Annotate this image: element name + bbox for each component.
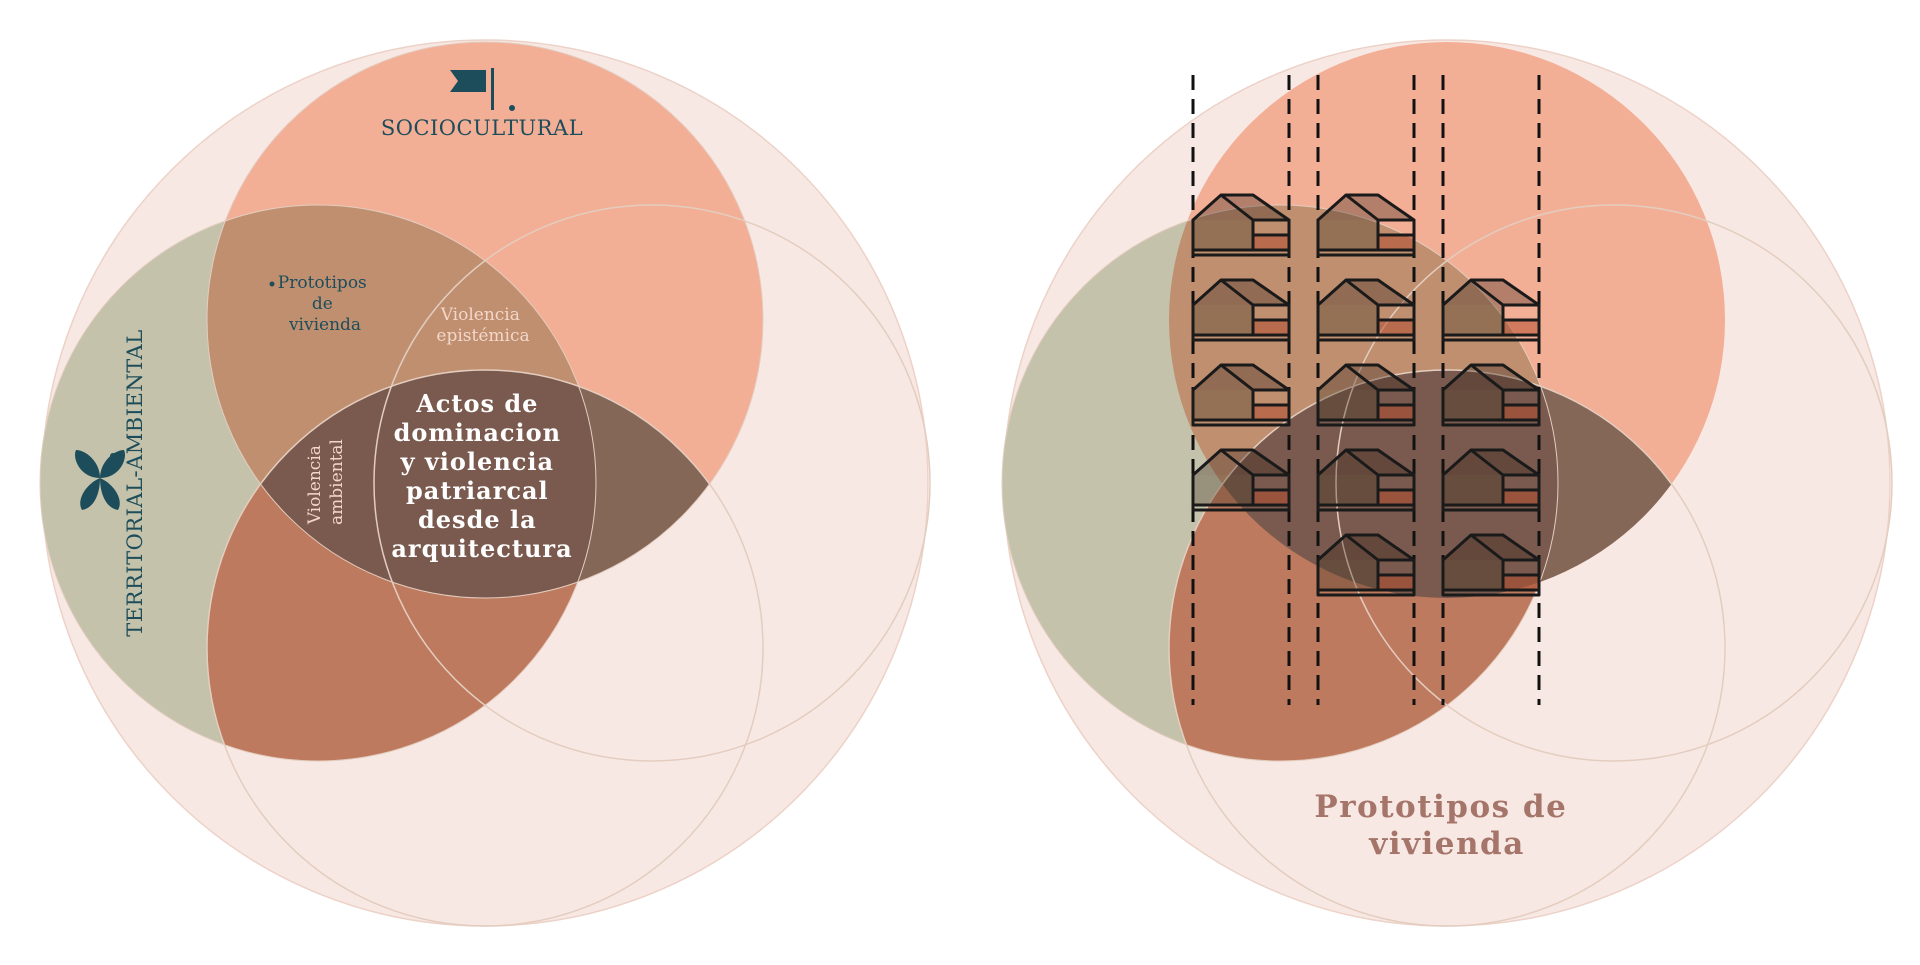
violencia-ambiental-line-1: Violencia	[305, 445, 325, 525]
house-icon	[1191, 363, 1291, 427]
violencia-epistemica-line-2: epistémica	[436, 326, 529, 346]
house-icon	[1191, 193, 1291, 257]
prototipos-line-1: Prototipos	[278, 273, 367, 293]
center-line-5: desde la	[418, 505, 537, 534]
prototipos-title: Prototipos de vivienda	[1314, 789, 1579, 862]
violencia-ambiental-line-2: ambiental	[327, 439, 347, 525]
territorial-label: TERRITORIAL-AMBIENTAL	[123, 329, 147, 636]
house-icon	[1441, 278, 1541, 342]
flag-icon	[450, 68, 515, 111]
house-icon	[1441, 363, 1541, 427]
territorial-outline	[39, 204, 597, 762]
center-intersection	[207, 370, 596, 598]
house-icon	[1316, 533, 1416, 597]
prototipos-label: Prototipos de vivienda	[278, 273, 372, 335]
house-icon	[1191, 278, 1291, 342]
prototipos-title-line-2: vivienda	[1368, 826, 1525, 862]
center-line-2: dominacion	[394, 418, 562, 447]
center-line-4: patriarcal	[406, 476, 549, 505]
center-line-1: Actos de	[415, 389, 538, 418]
territorial-outline-right	[1001, 204, 1559, 762]
left-venn-diagram: SOCIOCULTURAL TERRITORIAL-AMBIENTAL Prot…	[39, 39, 931, 927]
bottom-outline-circle-right	[1168, 369, 1726, 927]
leaf-icon	[75, 450, 125, 510]
house-icon	[1191, 448, 1291, 512]
house-icon	[1316, 278, 1416, 342]
right-outline-circle	[373, 204, 931, 762]
house-grid	[1191, 193, 1541, 597]
center-line-6: arquitectura	[391, 534, 572, 563]
sociocultural-label: SOCIOCULTURAL	[381, 116, 583, 140]
house-icon	[1316, 448, 1416, 512]
prototipos-line-3: vivienda	[288, 315, 361, 335]
violencia-epistemica-line-1: Violencia	[440, 305, 520, 325]
house-icon	[1316, 193, 1416, 257]
bottom-outline-circle	[206, 369, 764, 927]
house-icon	[1316, 363, 1416, 427]
house-icon	[1441, 448, 1541, 512]
house-icon	[1441, 533, 1541, 597]
violencia-ambiental-label: Violencia ambiental	[305, 439, 347, 525]
center-text: Actos de dominacion y violencia patriarc…	[391, 389, 572, 563]
violencia-epistemica-label: Violencia epistémica	[436, 305, 529, 346]
prototipos-line-2: de	[312, 294, 333, 314]
center-line-3: y violencia	[400, 447, 555, 476]
center-intersection-right	[1169, 370, 1558, 598]
sociocultural-outline	[206, 41, 764, 599]
right-outline-circle-right	[1335, 204, 1893, 762]
prototipos-title-line-1: Prototipos de	[1314, 789, 1567, 825]
bullet-dot	[269, 281, 275, 287]
right-venn-diagram: Prototipos de vivienda	[1001, 39, 1893, 927]
